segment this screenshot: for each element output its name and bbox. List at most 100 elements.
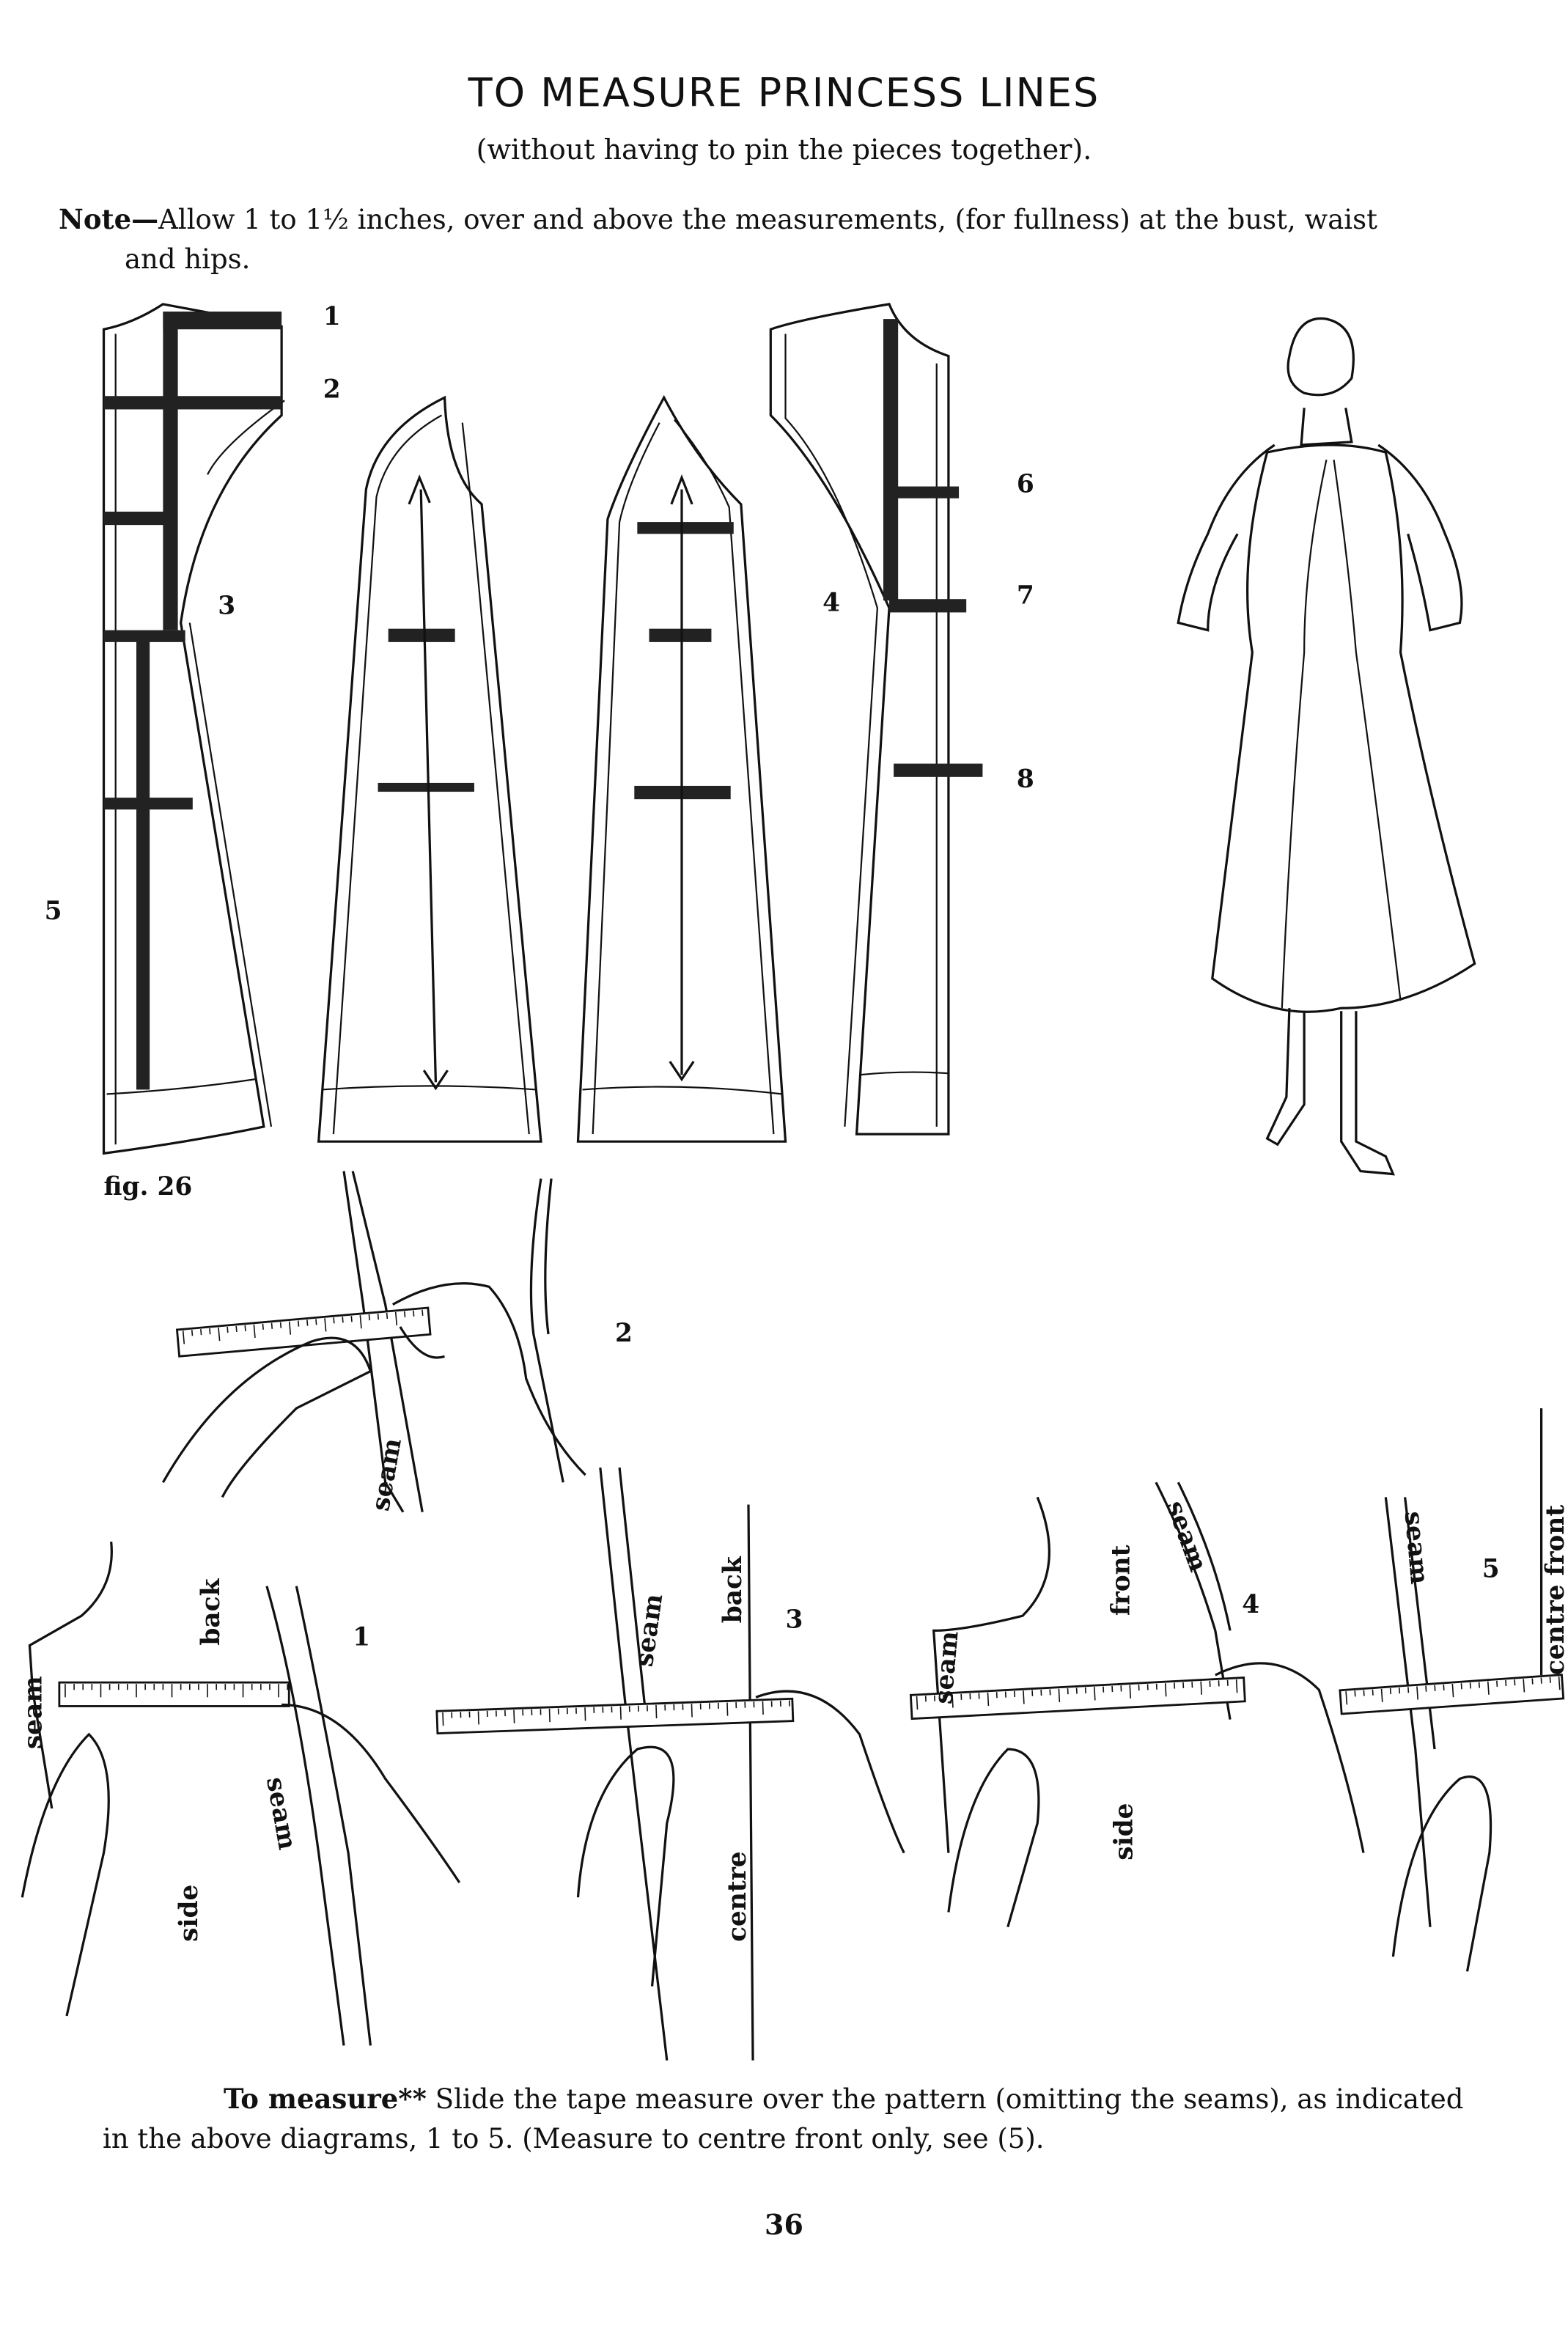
- tape-tick: [952, 1694, 954, 1708]
- tape-tick: [1523, 1679, 1525, 1693]
- pattern-label-2: 2: [323, 375, 341, 404]
- tape-tick: [191, 1330, 194, 1336]
- pattern-label-7: 7: [1017, 581, 1034, 610]
- pattern-piece-front: 4 6 7 8: [769, 303, 1034, 1136]
- pattern-label-5: 5: [45, 897, 62, 926]
- tape-tick: [342, 1317, 344, 1323]
- tape-tick: [1407, 1687, 1410, 1693]
- measure-1-back-label: back: [196, 1578, 226, 1645]
- tape-tick: [1514, 1679, 1516, 1686]
- pattern-piece-side-back: [317, 395, 542, 1143]
- page-number: 36: [765, 2208, 803, 2241]
- tape-tick: [288, 1321, 292, 1335]
- tape-tick: [762, 1701, 764, 1715]
- tape-tick: [297, 1320, 300, 1327]
- tape-tick: [218, 1327, 221, 1342]
- tape-tick: [655, 1704, 658, 1719]
- tape-tick: [422, 1309, 424, 1316]
- tape-tick: [726, 1702, 729, 1716]
- instructions-text-line2: in the above diagrams, 1 to 5. (Measure …: [103, 2123, 1045, 2154]
- tape-tick: [394, 1311, 398, 1326]
- measure-5-seam-label: seam: [1399, 1510, 1435, 1586]
- measure-5-centre-front-label: centre front: [1541, 1505, 1568, 1675]
- measure-1-side-label: side: [174, 1885, 204, 1942]
- pattern-piece-back: 1 2 3 5 fig. 26: [45, 302, 341, 1201]
- tape-tick: [359, 1315, 362, 1329]
- tape-tick: [1380, 1688, 1383, 1703]
- note-paragraph: Note—Allow 1 to 1½ inches, over and abov…: [59, 199, 1517, 279]
- tape-tick: [1487, 1681, 1490, 1695]
- tape-tick: [1460, 1683, 1462, 1690]
- tape-tick: [916, 1696, 919, 1710]
- tape-tick: [1451, 1684, 1454, 1698]
- measure-1-seam-right-label: seam: [260, 1775, 302, 1852]
- tape-tick: [262, 1323, 264, 1330]
- pattern-label-4: 4: [822, 588, 840, 617]
- tape-tick: [377, 1313, 380, 1320]
- measure-1-seam-left-label: seam: [19, 1676, 48, 1749]
- note-text: Allow 1 to 1½ inches, over and above the…: [158, 204, 1377, 235]
- woman-figure-illustration: [1177, 317, 1476, 1176]
- tape-tick: [386, 1312, 389, 1320]
- tape-tick: [1425, 1685, 1427, 1692]
- tape-tick: [413, 1310, 415, 1317]
- measure-2-number: 2: [615, 1319, 633, 1348]
- tape-tick: [1094, 1687, 1096, 1701]
- measure-3-number: 3: [786, 1605, 803, 1634]
- tape-tick: [350, 1316, 353, 1322]
- tape-tick: [987, 1692, 990, 1707]
- measure-diagram-1: back side seam seam 1: [19, 1541, 461, 2046]
- tape-tick: [253, 1324, 256, 1339]
- tape-tick: [235, 1325, 238, 1333]
- tape-tick: [691, 1704, 693, 1718]
- tape-tick: [548, 1708, 551, 1723]
- tape-tick: [1496, 1680, 1498, 1687]
- note-label: Note—: [59, 203, 159, 235]
- pattern-label-6: 6: [1017, 470, 1034, 499]
- instructions-label: To measure**: [224, 2083, 427, 2115]
- tape-tick: [1023, 1690, 1025, 1704]
- pattern-piece-side-front: [576, 394, 787, 1143]
- tape-tick: [1443, 1684, 1445, 1691]
- figure-caption: fig. 26: [104, 1172, 193, 1201]
- tape-tick: [324, 1318, 327, 1332]
- tape-tick: [1398, 1688, 1401, 1694]
- tape-tick: [1363, 1690, 1365, 1696]
- tape-tick: [270, 1322, 273, 1329]
- tape-tick: [306, 1320, 309, 1326]
- tape-tick: [584, 1707, 586, 1721]
- measure-diagram-2: seam 2: [161, 1171, 633, 1513]
- pattern-label-8: 8: [1017, 765, 1034, 794]
- note-text-line2: and hips.: [125, 243, 251, 275]
- page-title: TO MEASURE PRINCESS LINES: [468, 70, 1100, 116]
- measure-diagram-4: front side seam seam 4: [909, 1482, 1365, 1928]
- measure-4-seam-left-label: seam: [929, 1630, 965, 1705]
- measure-4-seam-right-label: seam: [1160, 1497, 1213, 1575]
- tape-tick: [513, 1709, 515, 1723]
- tape-tick: [1345, 1691, 1348, 1705]
- measure-4-side-label: side: [1110, 1803, 1139, 1860]
- measure-4-front-label: front: [1107, 1545, 1136, 1616]
- tape-tick: [1531, 1678, 1534, 1685]
- measure-diagram-5: seam centre front 5: [1339, 1408, 1568, 1972]
- measure-diagram-3: seam back centre 3: [435, 1467, 905, 2061]
- measure-3-centre-label: centre: [723, 1851, 752, 1942]
- instructions-text: Slide the tape measure over the pattern …: [426, 2083, 1464, 2115]
- tape-tick: [244, 1325, 246, 1332]
- page-subtitle: (without having to pin the pieces togeth…: [476, 133, 1092, 166]
- pattern-label-1: 1: [323, 302, 341, 331]
- measure-1-number: 1: [353, 1623, 370, 1652]
- measure-3-seam-label: seam: [630, 1592, 669, 1668]
- tape-tick: [1372, 1689, 1374, 1696]
- measure-2-seam-label: seam: [366, 1436, 408, 1513]
- instructions-paragraph: To measure** Slide the tape measure over…: [103, 2079, 1561, 2159]
- tape-tick: [1416, 1686, 1419, 1700]
- tape-tick: [1478, 1682, 1481, 1688]
- tape-tick: [182, 1331, 185, 1344]
- measure-3-back-label: back: [718, 1556, 748, 1623]
- tape-tick: [227, 1326, 229, 1333]
- tape-tick: [619, 1706, 622, 1720]
- tape-tick: [1558, 1676, 1561, 1690]
- tape-tick: [1540, 1677, 1542, 1684]
